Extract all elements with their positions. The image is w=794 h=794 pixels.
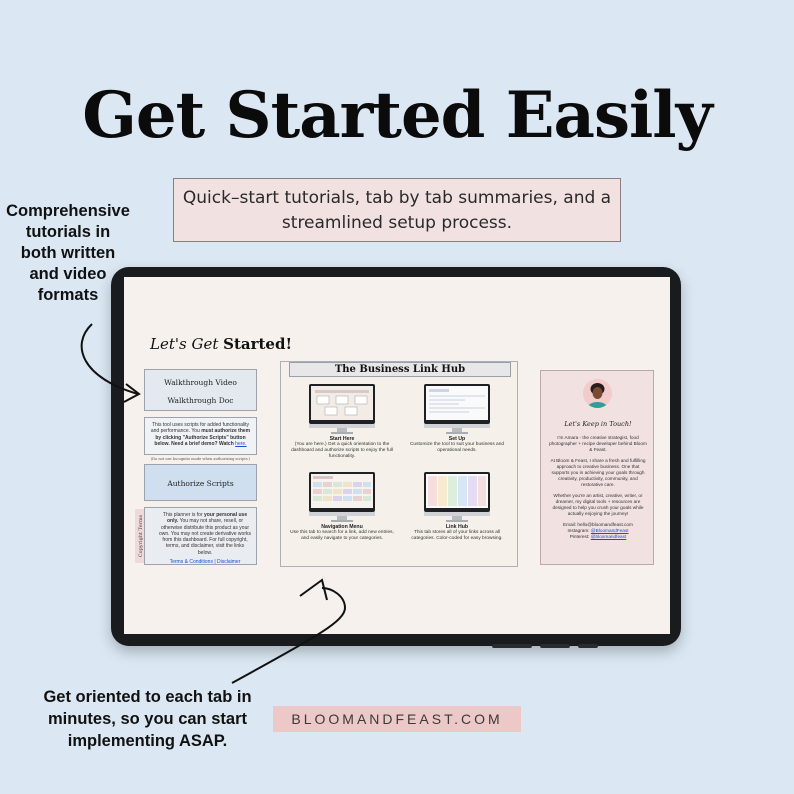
instagram-link[interactable]: @BloomandFeast — [590, 528, 629, 533]
scripts-note-text: by clicking "Authorize Scripts" button b… — [154, 434, 246, 448]
scripts-note: This tool uses scripts for added functio… — [144, 417, 257, 455]
tile-start-here[interactable]: Start Here (You are here.) Get a quick o… — [287, 384, 397, 459]
callout-line: Comprehensive — [6, 202, 130, 220]
contact-email[interactable]: Email: hello@bloomandfeast.com — [563, 522, 633, 527]
contact-pinterest: Pinterest: @bloomandfeast — [547, 534, 649, 540]
callout-line: and video — [29, 265, 107, 283]
instagram-label: Instagram: — [567, 528, 591, 533]
keep-in-touch-card: Let's Keep in Touch! I'm Amara - the cre… — [540, 370, 654, 565]
tablet-button — [578, 644, 598, 648]
tile-name: Set Up — [448, 436, 466, 442]
incognito-note: (Do not use Incognito mode when authoriz… — [150, 457, 251, 461]
subtitle-line: streamlined setup process. — [281, 213, 513, 233]
business-link-hub: The Business Link Hub Sta — [280, 361, 518, 567]
tile-desc: Use this tab to search for a link, add n… — [290, 530, 394, 541]
page-headline: Get Started Easily — [82, 78, 713, 153]
tile-desc: Customize the tool to suit your business… — [409, 442, 505, 453]
terms-links[interactable]: Terms & Conditions | Disclaimer — [169, 559, 241, 566]
monitor-icon — [309, 472, 375, 522]
callout-line: implementing ASAP. — [67, 732, 228, 750]
callout-line: minutes, so you can start — [48, 710, 247, 728]
tile-desc: This tab stores all of your links across… — [411, 530, 503, 541]
monitor-icon — [424, 472, 490, 522]
tablet-screen: Let's Get Started! Walkthrough Video Wal… — [124, 277, 670, 634]
tile-desc: (You are here.) Get a quick orientation … — [291, 442, 393, 459]
personal-note-text: This planner is for — [162, 512, 205, 518]
authorize-scripts-button[interactable]: Authorize Scripts — [144, 464, 257, 501]
lets-get-started-heading: Let's Get Started! — [150, 335, 292, 353]
tile-name: Link Hub — [445, 524, 469, 530]
walkthrough-links-box: Walkthrough Video Walkthrough Doc — [144, 369, 257, 411]
avatar — [583, 379, 612, 408]
pinterest-label: Pinterest: — [569, 534, 591, 539]
contact-instagram: Instagram: @BloomandFeast — [547, 528, 649, 534]
callout-line: formats — [37, 286, 99, 304]
personal-note-text: You may not share, resell, or otherwise … — [159, 518, 251, 556]
personal-use-note: This planner is for your personal use on… — [144, 507, 257, 565]
personal-note-bold: your personal use only. — [166, 512, 248, 525]
subtitle-line: Quick–start tutorials, tab by tab summar… — [182, 188, 612, 208]
callout-line: Get oriented to each tab in — [43, 688, 252, 706]
keep-in-touch-title: Let's Keep in Touch! — [564, 420, 632, 428]
walkthrough-doc-link[interactable]: Walkthrough Doc — [167, 396, 234, 405]
pinterest-link[interactable]: @bloomandfeast — [590, 534, 627, 539]
scripts-note-text: This tool uses scripts for added functio… — [150, 422, 249, 435]
bio-paragraph: I'm Amara - the creative strategist, foo… — [549, 435, 647, 452]
tablet-button — [492, 644, 532, 648]
walkthrough-video-link[interactable]: Walkthrough Video — [164, 378, 237, 387]
bio-paragraph: At Bloom & Feast, I share a fresh and fu… — [550, 458, 646, 487]
callout-tutorials: Comprehensive tutorials in both written … — [4, 201, 132, 306]
monitor-icon — [424, 384, 490, 434]
heading-italic: Let's Get — [150, 335, 219, 353]
demo-link[interactable]: here. — [235, 441, 247, 448]
tablet-button — [540, 644, 570, 648]
tile-link-hub[interactable]: Link Hub This tab stores all of your lin… — [402, 472, 512, 542]
hub-title: The Business Link Hub — [289, 362, 511, 377]
callout-line: tutorials in — [25, 223, 111, 241]
keep-in-touch-body: I'm Amara - the creative strategist, foo… — [547, 435, 649, 540]
tile-navigation-menu[interactable]: Navigation Menu Use this tab to search f… — [287, 472, 397, 542]
scripts-note-bold: must authorize them — [201, 428, 251, 435]
website-badge[interactable]: BLOOMANDFEAST.COM — [273, 706, 521, 732]
tile-name: Start Here — [329, 436, 355, 442]
monitor-icon — [309, 384, 375, 434]
callout-line: both written — [20, 244, 116, 262]
tile-set-up[interactable]: Set Up Customize the tool to suit your b… — [402, 384, 512, 454]
subtitle-box: Quick–start tutorials, tab by tab summar… — [173, 178, 621, 242]
callout-oriented: Get oriented to each tab in minutes, so … — [30, 686, 265, 752]
heading-bold: Started! — [223, 335, 293, 353]
bio-paragraph: Whether you're an artist, creative, writ… — [552, 493, 644, 516]
tile-name: Navigation Menu — [321, 524, 363, 530]
